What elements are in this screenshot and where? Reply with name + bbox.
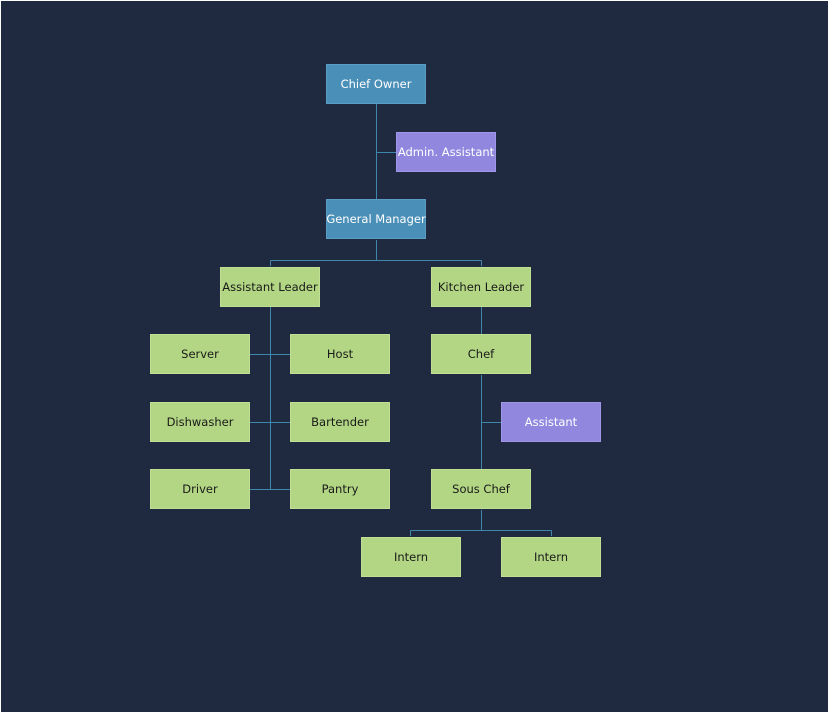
- node-assistant[interactable]: Assistant: [501, 402, 601, 442]
- node-label: Admin. Assistant: [397, 145, 495, 159]
- node-label: Chief Owner: [340, 77, 412, 91]
- node-chef[interactable]: Chef: [431, 334, 531, 374]
- node-host[interactable]: Host: [290, 334, 390, 374]
- node-sous-chef[interactable]: Sous Chef: [431, 469, 531, 509]
- node-label: Pantry: [321, 482, 359, 496]
- node-label: Host: [326, 347, 354, 361]
- node-label: Kitchen Leader: [437, 280, 525, 294]
- node-label: Bartender: [311, 415, 369, 429]
- node-label: Chef: [467, 347, 495, 361]
- node-admin-assistant[interactable]: Admin. Assistant: [396, 132, 496, 172]
- node-label: Intern: [393, 550, 429, 564]
- node-pantry[interactable]: Pantry: [290, 469, 390, 509]
- node-label: Dishwasher: [166, 415, 234, 429]
- node-label: General Manager: [326, 212, 426, 226]
- node-general-manager[interactable]: General Manager: [326, 199, 426, 239]
- node-intern-1[interactable]: Intern: [361, 537, 461, 577]
- node-label: Intern: [533, 550, 569, 564]
- node-server[interactable]: Server: [150, 334, 250, 374]
- node-label: Assistant: [524, 415, 578, 429]
- node-kitchen-leader[interactable]: Kitchen Leader: [431, 267, 531, 307]
- node-dishwasher[interactable]: Dishwasher: [150, 402, 250, 442]
- node-chief-owner[interactable]: Chief Owner: [326, 64, 426, 104]
- node-bartender[interactable]: Bartender: [290, 402, 390, 442]
- node-label: Assistant Leader: [222, 280, 318, 294]
- node-assistant-leader[interactable]: Assistant Leader: [220, 267, 320, 307]
- node-label: Sous Chef: [452, 482, 510, 496]
- node-intern-2[interactable]: Intern: [501, 537, 601, 577]
- node-driver[interactable]: Driver: [150, 469, 250, 509]
- node-label: Server: [181, 347, 219, 361]
- node-label: Driver: [182, 482, 218, 496]
